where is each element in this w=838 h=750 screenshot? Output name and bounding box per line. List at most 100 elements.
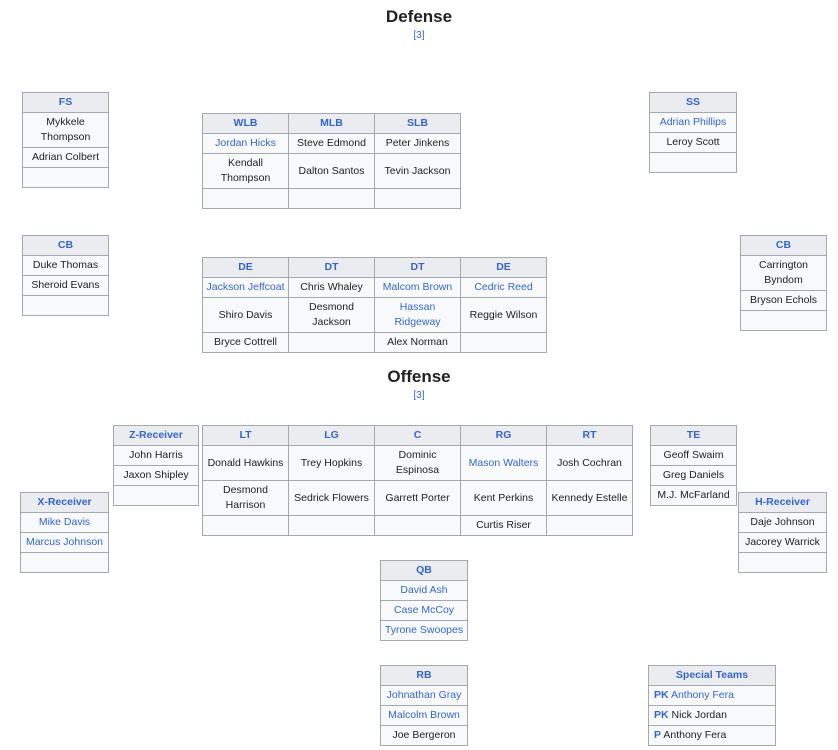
position-header-link[interactable]: CB xyxy=(775,239,792,251)
position-header-link[interactable]: RT xyxy=(582,429,597,441)
position-header-cell: CB xyxy=(740,235,827,256)
offense-title: Offense xyxy=(387,367,451,386)
player-name: Bryce Cottrell xyxy=(213,336,277,348)
player-name: Joe Bergeron xyxy=(392,729,456,741)
player-link[interactable]: Hassan Ridgeway xyxy=(394,301,441,328)
player-row: Carrington Byndom xyxy=(740,255,827,291)
player-cell: Curtis Riser xyxy=(460,515,547,536)
player-link[interactable]: Mike Davis xyxy=(38,516,91,528)
position-header-cell: DT xyxy=(288,257,375,278)
player-cell: Jacorey Warrick xyxy=(738,532,827,553)
position-header-link[interactable]: SS xyxy=(685,96,700,108)
player-cell: Duke Thomas xyxy=(22,255,109,276)
player-cell: Kent Perkins xyxy=(460,480,547,516)
position-header-link[interactable]: TE xyxy=(686,429,701,441)
position-header-cell: Z-Receiver xyxy=(113,425,199,446)
player-row: Marcus Johnson xyxy=(20,532,109,553)
player-link[interactable]: Jordan Hicks xyxy=(215,137,276,149)
player-link[interactable]: Johnathan Gray xyxy=(386,689,462,701)
position-abbrev-link[interactable]: PK xyxy=(654,709,669,721)
position-header-link[interactable]: SLB xyxy=(407,117,428,129)
player-cell: Garrett Porter xyxy=(374,480,461,516)
player-row: Sheroid Evans xyxy=(22,275,109,296)
player-link[interactable]: Malcolm Brown xyxy=(388,709,460,721)
player-link[interactable]: Jackson Jeffcoat xyxy=(206,281,285,293)
player-cell: Jaxon Shipley xyxy=(113,465,199,486)
position-header-link[interactable]: H-Receiver xyxy=(755,496,810,508)
header-row: Special Teams xyxy=(648,665,776,686)
player-link[interactable]: Marcus Johnson xyxy=(25,536,104,548)
player-cell: Reggie Wilson xyxy=(460,297,547,333)
header-row: CB xyxy=(22,235,109,256)
player-name: Kent Perkins xyxy=(473,491,534,504)
position-header-link[interactable]: Z-Receiver xyxy=(129,429,183,441)
position-header-link[interactable]: RG xyxy=(495,429,512,441)
player-link[interactable]: Mason Walters xyxy=(468,456,539,469)
position-header-link[interactable]: CB xyxy=(57,239,74,251)
position-header-link[interactable]: LG xyxy=(324,429,339,441)
position-header-link[interactable]: QB xyxy=(416,564,432,576)
player-cell: Cedric Reed xyxy=(460,277,547,298)
player-cell: Case McCoy xyxy=(380,600,468,621)
player-row xyxy=(22,295,109,316)
player-cell: Marcus Johnson xyxy=(20,532,109,553)
position-header-link[interactable]: MLB xyxy=(320,117,343,129)
player-name: Mykkele Thompson xyxy=(40,116,91,143)
position-header-link[interactable]: DT xyxy=(410,261,425,273)
player-cell: Steve Edmond xyxy=(288,133,375,154)
defense-citation-link[interactable]: [3] xyxy=(413,30,425,41)
player-link[interactable]: Malcom Brown xyxy=(382,281,453,293)
player-cell: Sedrick Flowers xyxy=(288,480,375,516)
position-header-cell: DE xyxy=(460,257,547,278)
position-abbrev-link[interactable]: PK xyxy=(654,689,669,701)
offense-citation-link[interactable]: [3] xyxy=(413,390,425,401)
player-cell: Johnathan Gray xyxy=(380,685,468,706)
player-row: Mykkele Thompson xyxy=(22,112,109,148)
player-cell: Bryson Echols xyxy=(740,290,827,311)
empty-cell xyxy=(460,332,547,353)
position-header-link[interactable]: DT xyxy=(324,261,339,273)
player-cell: Peter Jinkens xyxy=(374,133,461,154)
player-name: Garrett Porter xyxy=(385,491,450,504)
player-cell: Kendall Thompson xyxy=(202,153,289,189)
player-cell: Mike Davis xyxy=(20,512,109,533)
position-header-link[interactable]: RB xyxy=(416,669,432,681)
position-header-cell: MLB xyxy=(288,113,375,134)
position-header-cell: RB xyxy=(380,665,468,686)
player-cell: M.J. McFarland xyxy=(650,485,737,506)
player-cell: Jordan Hicks xyxy=(202,133,289,154)
offense-ref: [3] xyxy=(0,390,838,402)
player-row xyxy=(740,310,827,331)
player-row: David Ash xyxy=(380,580,468,601)
player-cell: Tevin Jackson xyxy=(374,153,461,189)
player-name: Donald Hawkins xyxy=(207,456,284,469)
position-header-link[interactable]: LT xyxy=(239,429,252,441)
player-link[interactable]: Case McCoy xyxy=(393,604,455,616)
position-header-link[interactable]: C xyxy=(413,429,422,441)
player-link[interactable]: Anthony Fera xyxy=(670,689,734,701)
player-name: Jaxon Shipley xyxy=(123,469,189,481)
player-cell: Alex Norman xyxy=(374,332,461,353)
player-name: M.J. McFarland xyxy=(657,489,730,501)
position-header-link[interactable]: Special Teams xyxy=(675,669,749,681)
position-abbrev-link[interactable]: P xyxy=(654,729,662,741)
position-header-link[interactable]: DE xyxy=(238,261,253,273)
player-row: Case McCoy xyxy=(380,600,468,621)
player-link[interactable]: Cedric Reed xyxy=(474,281,533,293)
player-name: Geoff Swaim xyxy=(663,449,724,461)
position-header-link[interactable]: DE xyxy=(496,261,511,273)
player-cell: Mykkele Thompson xyxy=(22,112,109,148)
empty-cell xyxy=(374,188,461,209)
position-header-link[interactable]: WLB xyxy=(233,117,258,129)
position-header-link[interactable]: X-Receiver xyxy=(37,496,92,508)
player-link[interactable]: Adrian Phillips xyxy=(659,116,727,128)
player-link[interactable]: Tyrone Swoopes xyxy=(384,624,464,636)
player-link[interactable]: David Ash xyxy=(400,584,448,596)
defense-section-heading: Defense [3] xyxy=(0,6,838,42)
player-cell: Greg Daniels xyxy=(650,465,737,486)
position-header-link[interactable]: FS xyxy=(58,96,73,108)
